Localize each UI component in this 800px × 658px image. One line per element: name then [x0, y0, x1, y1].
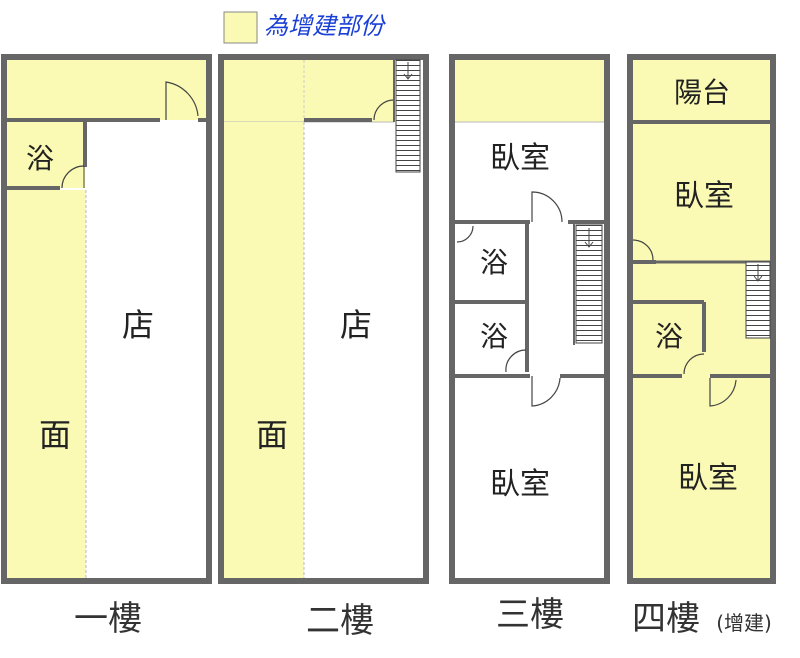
- door-swing-icon: [683, 353, 705, 375]
- room-label: 面: [256, 416, 288, 454]
- door-swing-icon: [531, 376, 561, 407]
- room-label: 面: [39, 416, 71, 454]
- floor-1-bath: [7, 122, 85, 188]
- floor-3: 臥室 浴 浴 臥室: [449, 54, 610, 584]
- room-label: 浴: [480, 320, 508, 353]
- door-swing-icon: [632, 239, 654, 261]
- door-swing-icon: [531, 191, 563, 223]
- stairs-icon: [745, 261, 771, 339]
- room-label: 浴: [655, 320, 683, 353]
- stairs-icon: [395, 59, 421, 173]
- legend: 為增建部份: [223, 11, 387, 44]
- door-swing-icon: [456, 225, 474, 243]
- floor-label: 三樓: [496, 595, 564, 635]
- room-label: 浴: [26, 142, 54, 175]
- floor-label: 二樓: [306, 601, 374, 641]
- floor-2: 店 面: [218, 54, 429, 584]
- floor-label: 一樓: [74, 599, 142, 639]
- legend-label: 為增建部份: [264, 12, 387, 40]
- floor-2-front-area: [224, 60, 394, 122]
- room-label: 臥室: [490, 141, 550, 176]
- door-swing-icon: [61, 165, 85, 189]
- room-label: 店: [122, 306, 154, 344]
- room-label: 店: [340, 306, 372, 344]
- floor-1-front-area: [7, 60, 206, 120]
- room-label: 臥室: [490, 467, 550, 502]
- room-label: 臥室: [678, 461, 738, 496]
- floor-2-side-area: [224, 122, 304, 578]
- door-swing-icon: [709, 378, 737, 407]
- floor-1-side-area: [7, 190, 86, 578]
- door-swing-icon: [505, 349, 527, 373]
- floor-3-front-area: [455, 60, 604, 122]
- room-label: 浴: [480, 246, 508, 279]
- door-swing-icon: [165, 81, 199, 120]
- room-label: 陽台: [674, 76, 730, 109]
- floor-4: 陽台 臥室 浴 臥室: [627, 54, 776, 584]
- floor-1: 浴 店 面: [1, 54, 212, 584]
- floor-label: 四樓: [632, 599, 700, 639]
- floor-label-suffix: (增建): [716, 611, 772, 635]
- stairs-icon: [575, 224, 603, 344]
- door-swing-icon: [373, 99, 395, 121]
- room-label: 臥室: [674, 179, 734, 214]
- legend-swatch: [223, 11, 258, 44]
